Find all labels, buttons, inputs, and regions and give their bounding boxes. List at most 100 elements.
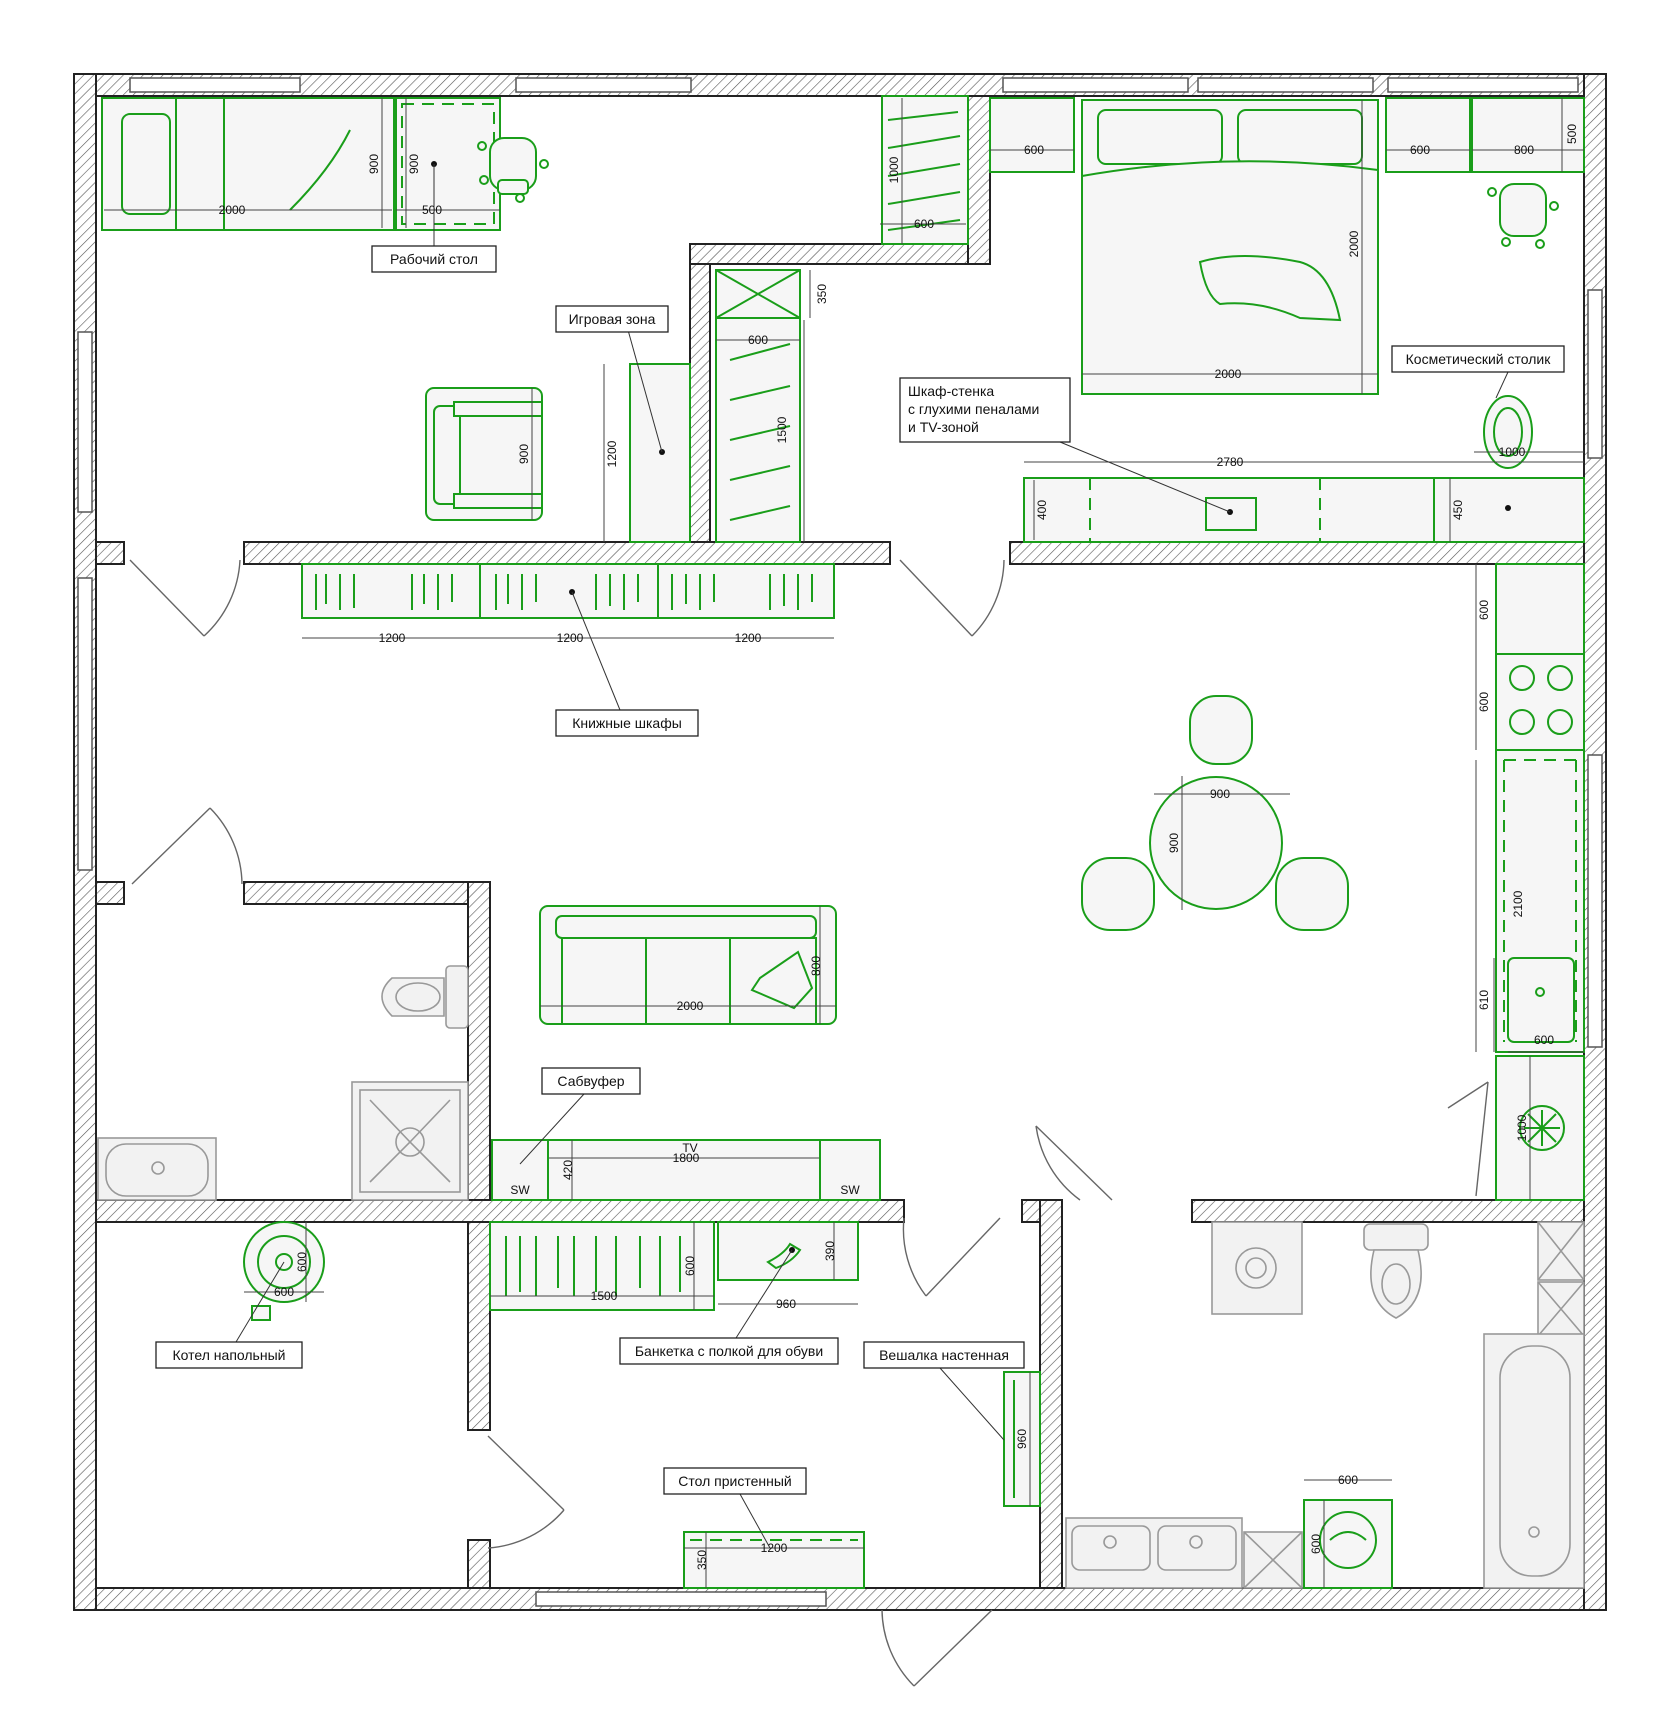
dim-kitchen-610: 610 xyxy=(1477,990,1491,1010)
kitchen-unit[interactable] xyxy=(1495,563,1585,1201)
toilet-2[interactable] xyxy=(1363,1223,1429,1319)
wardrobe-tall[interactable] xyxy=(715,269,801,543)
washbasin[interactable] xyxy=(97,1137,217,1201)
storage-boxes[interactable] xyxy=(1537,1221,1585,1337)
dim-table-350: 350 xyxy=(695,1550,709,1570)
desk[interactable] xyxy=(395,97,501,231)
dim-bookcase-3: 1200 xyxy=(735,631,762,645)
nightstand-right[interactable] xyxy=(1385,97,1471,173)
living-room xyxy=(301,563,1585,1201)
label-vanity-text: Косметический столик xyxy=(1406,351,1552,367)
dim-table-1200: 1200 xyxy=(761,1541,788,1555)
dining-table[interactable] xyxy=(1081,695,1349,931)
vanity-table[interactable] xyxy=(1471,97,1585,173)
hall-wardrobe[interactable] xyxy=(489,1221,715,1311)
shoe-bench[interactable] xyxy=(717,1221,859,1281)
shower[interactable] xyxy=(351,1081,469,1201)
floor-boiler[interactable] xyxy=(243,1221,325,1321)
wall-notch-h xyxy=(689,243,991,265)
dim-vanity-450: 450 xyxy=(1451,500,1465,520)
dim-bench-960: 960 xyxy=(776,1297,796,1311)
subwoofer-left[interactable] xyxy=(491,1139,549,1201)
door-leaf[interactable] xyxy=(913,1609,993,1687)
window xyxy=(1387,77,1579,93)
window xyxy=(1002,77,1189,93)
stool[interactable] xyxy=(1483,395,1533,469)
door-leaf[interactable] xyxy=(487,1435,565,1511)
dim-vanity-1000: 1000 xyxy=(1499,445,1526,459)
label-vanity: Косметический столик xyxy=(1391,345,1565,373)
dim-chair-900: 900 xyxy=(517,444,531,464)
door-leaf[interactable] xyxy=(1035,1125,1113,1201)
wall-table[interactable] xyxy=(683,1531,865,1589)
window xyxy=(129,77,301,93)
label-wardrobe-wall-3: и TV-зоной xyxy=(908,419,979,435)
speaker-marks: SW SW TV xyxy=(491,1139,881,1201)
wall-kids-bottom xyxy=(95,541,125,565)
door-leaf[interactable] xyxy=(1447,1081,1489,1109)
label-bookcases: Книжные шкафы xyxy=(555,709,699,737)
door-swing xyxy=(203,559,241,637)
wall-bath1-top xyxy=(95,881,125,905)
dim-bookcase-2: 1200 xyxy=(557,631,584,645)
closet-small[interactable] xyxy=(881,95,969,245)
bathtub[interactable] xyxy=(1483,1333,1585,1589)
window xyxy=(515,77,692,93)
subwoofer-right[interactable] xyxy=(819,1139,881,1201)
bookcases[interactable] xyxy=(301,563,835,619)
door-leaf[interactable] xyxy=(1475,1081,1489,1197)
dim-table-width: 900 xyxy=(1210,787,1230,801)
sofa[interactable] xyxy=(539,905,837,1025)
armchair[interactable] xyxy=(425,387,543,521)
dim-washer-h: 600 xyxy=(1338,1473,1358,1487)
dim-sofa-depth: 800 xyxy=(809,956,823,976)
dim-bench-390: 390 xyxy=(823,1241,837,1261)
leader-lines xyxy=(235,164,1509,1549)
dim-wall-unit-depth: 400 xyxy=(1035,500,1049,520)
wall-mid-h xyxy=(1191,1199,1585,1223)
dim-bed-length: 2000 xyxy=(219,203,246,217)
office-chair[interactable] xyxy=(477,137,549,203)
double-bed[interactable] xyxy=(1081,99,1379,395)
bed-crease xyxy=(289,129,351,211)
toilet[interactable] xyxy=(381,965,469,1029)
door-swing xyxy=(971,559,1005,637)
dim-sink-600: 600 xyxy=(1534,1033,1554,1047)
label-desk: Рабочий стол xyxy=(371,245,497,273)
double-washbasin[interactable] xyxy=(1065,1517,1243,1589)
bathroom-1 xyxy=(97,965,469,1201)
dim-hanger-960: 960 xyxy=(1015,1429,1029,1449)
door-leaf[interactable] xyxy=(129,559,205,637)
label-play-zone: Игровая зона xyxy=(555,305,669,333)
label-wall-table-text: Стол пристенный xyxy=(678,1473,791,1489)
label-boiler-text: Котел напольный xyxy=(173,1347,286,1363)
vanity-chair[interactable] xyxy=(1487,183,1559,249)
dim-vanity-depth: 500 xyxy=(1565,124,1579,144)
dim-wall-unit-length: 2780 xyxy=(1217,455,1244,469)
laundry-basket[interactable] xyxy=(1243,1531,1303,1589)
window xyxy=(535,1591,827,1607)
washing-machine-1[interactable] xyxy=(1211,1221,1303,1315)
wall-bath1-top xyxy=(243,881,491,905)
door-swing xyxy=(1035,1125,1081,1201)
wall-bed-left xyxy=(967,95,991,265)
doors xyxy=(129,559,1489,1687)
dim-kitchen-600-a: 600 xyxy=(1477,600,1491,620)
wardrobe-wall-unit[interactable] xyxy=(1023,477,1585,543)
dim-wardrobe-350: 350 xyxy=(815,284,829,304)
dim-nightstand-r: 600 xyxy=(1410,143,1430,157)
door-leaf[interactable] xyxy=(899,559,973,637)
wall-hanger[interactable] xyxy=(1003,1371,1041,1507)
door-leaf[interactable] xyxy=(925,1217,1001,1297)
door-leaf[interactable] xyxy=(131,807,211,885)
bed-pillow xyxy=(121,113,171,215)
washing-machine-2[interactable] xyxy=(1303,1499,1393,1589)
label-subwoofer: Сабвуфер xyxy=(541,1067,641,1095)
label-hanger: Вешалка настенная xyxy=(863,1341,1025,1369)
wall-bath1-right xyxy=(467,881,491,1431)
bedroom xyxy=(989,97,1585,543)
wall-notch-v xyxy=(689,243,711,543)
dim-bed2-width: 2000 xyxy=(1215,367,1242,381)
nightstand-left[interactable] xyxy=(989,97,1075,173)
